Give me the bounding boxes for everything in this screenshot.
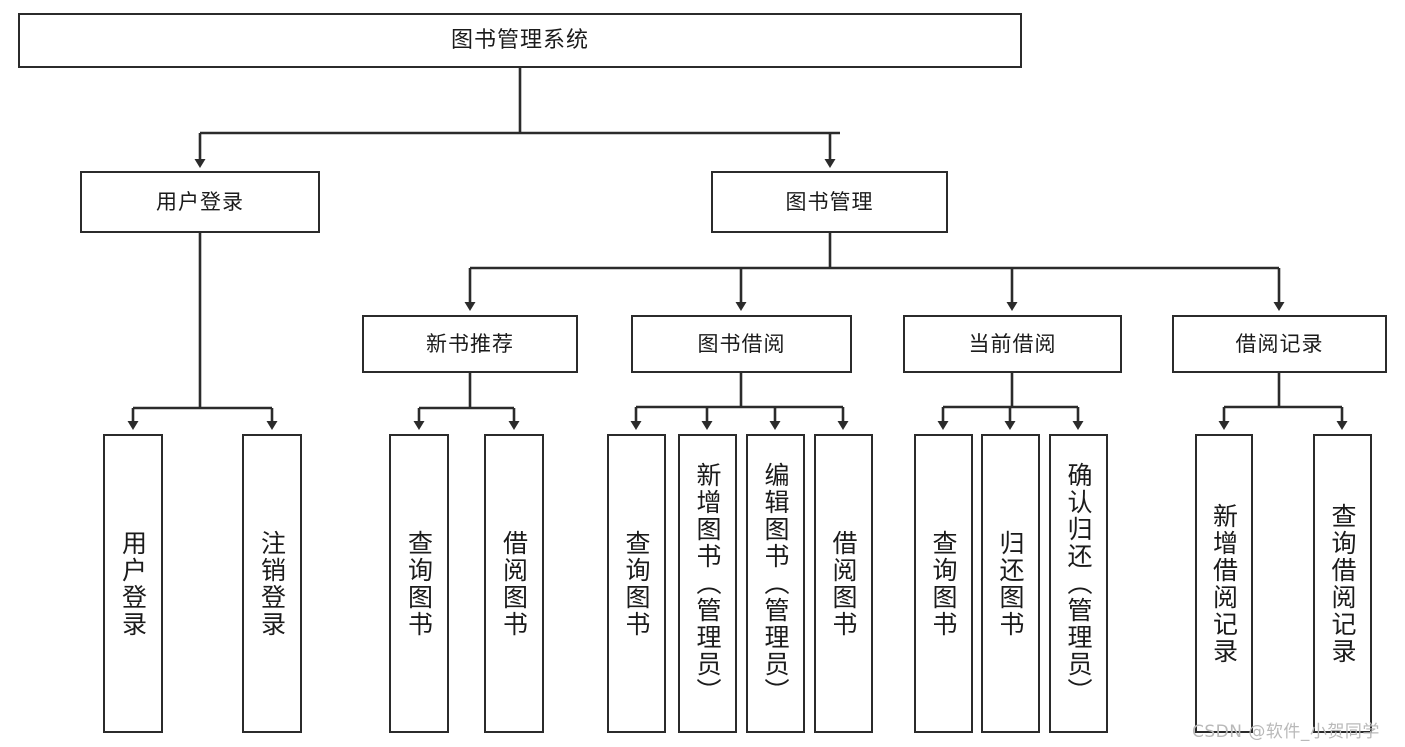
node-leaf-add-book-admin-label: 新增图书（管理员） bbox=[693, 462, 722, 705]
node-leaf-borrow-book-2-label: 借阅图书 bbox=[829, 529, 858, 638]
node-borrow-record[interactable]: 借阅记录 bbox=[1172, 315, 1387, 373]
node-leaf-return-book-label: 归还图书 bbox=[996, 529, 1025, 638]
node-leaf-query-book-3[interactable]: 查询图书 bbox=[914, 434, 973, 733]
node-leaf-query-book-2[interactable]: 查询图书 bbox=[607, 434, 666, 733]
node-leaf-query-book-2-label: 查询图书 bbox=[622, 529, 651, 638]
node-leaf-user-login-label: 用户登录 bbox=[118, 529, 148, 638]
node-book-borrow-label: 图书借阅 bbox=[697, 331, 786, 356]
node-leaf-logout-login[interactable]: 注销登录 bbox=[242, 434, 302, 733]
node-leaf-query-book-1[interactable]: 查询图书 bbox=[389, 434, 449, 733]
node-leaf-edit-book-admin[interactable]: 编辑图书（管理员） bbox=[746, 434, 805, 733]
node-leaf-add-borrow-record-label: 新增借阅记录 bbox=[1209, 502, 1239, 665]
node-leaf-query-borrow-record-label: 查询借阅记录 bbox=[1328, 502, 1357, 665]
node-root[interactable]: 图书管理系统 bbox=[18, 13, 1022, 68]
node-leaf-borrow-book-1[interactable]: 借阅图书 bbox=[484, 434, 544, 733]
node-leaf-confirm-return-admin[interactable]: 确认归还（管理员） bbox=[1049, 434, 1108, 733]
node-leaf-query-borrow-record[interactable]: 查询借阅记录 bbox=[1313, 434, 1372, 733]
node-new-book-recommend[interactable]: 新书推荐 bbox=[362, 315, 578, 373]
node-book-manage[interactable]: 图书管理 bbox=[711, 171, 948, 233]
node-leaf-confirm-return-admin-label: 确认归还（管理员） bbox=[1064, 462, 1093, 705]
node-leaf-borrow-book-2[interactable]: 借阅图书 bbox=[814, 434, 873, 733]
node-new-book-recommend-label: 新书推荐 bbox=[426, 331, 514, 356]
node-leaf-return-book[interactable]: 归还图书 bbox=[981, 434, 1040, 733]
node-leaf-query-book-3-label: 查询图书 bbox=[929, 529, 958, 638]
node-leaf-add-borrow-record[interactable]: 新增借阅记录 bbox=[1195, 434, 1253, 733]
node-leaf-logout-login-label: 注销登录 bbox=[257, 529, 287, 638]
node-leaf-borrow-book-1-label: 借阅图书 bbox=[499, 529, 529, 638]
node-leaf-add-book-admin[interactable]: 新增图书（管理员） bbox=[678, 434, 737, 733]
node-borrow-record-label: 借阅记录 bbox=[1235, 331, 1324, 356]
node-book-manage-label: 图书管理 bbox=[785, 189, 874, 214]
node-root-label: 图书管理系统 bbox=[450, 27, 589, 53]
node-leaf-query-book-1-label: 查询图书 bbox=[404, 529, 434, 638]
node-leaf-edit-book-admin-label: 编辑图书（管理员） bbox=[761, 462, 790, 705]
node-current-borrow-label: 当前借阅 bbox=[968, 331, 1057, 356]
csdn-watermark: CSDN @软件_小贺同学 bbox=[1192, 722, 1380, 742]
node-book-borrow[interactable]: 图书借阅 bbox=[631, 315, 852, 373]
node-user-login[interactable]: 用户登录 bbox=[80, 171, 320, 233]
node-user-login-label: 用户登录 bbox=[156, 189, 244, 214]
node-current-borrow[interactable]: 当前借阅 bbox=[903, 315, 1122, 373]
node-leaf-user-login[interactable]: 用户登录 bbox=[103, 434, 163, 733]
